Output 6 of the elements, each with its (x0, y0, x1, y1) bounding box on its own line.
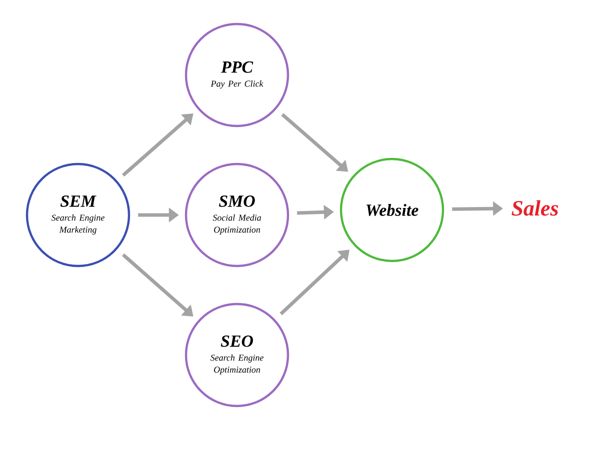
circle-node: PPC Pay Per Click (184, 22, 290, 128)
circle-node: Website (340, 158, 444, 262)
text-label: Sales (512, 200, 558, 216)
circle-node: SEM Search Engine Marketing (26, 162, 130, 268)
circle-node: SEO Search Engine Optimization (184, 302, 290, 408)
circle-node: SMO Social Media Optimization (184, 162, 290, 268)
